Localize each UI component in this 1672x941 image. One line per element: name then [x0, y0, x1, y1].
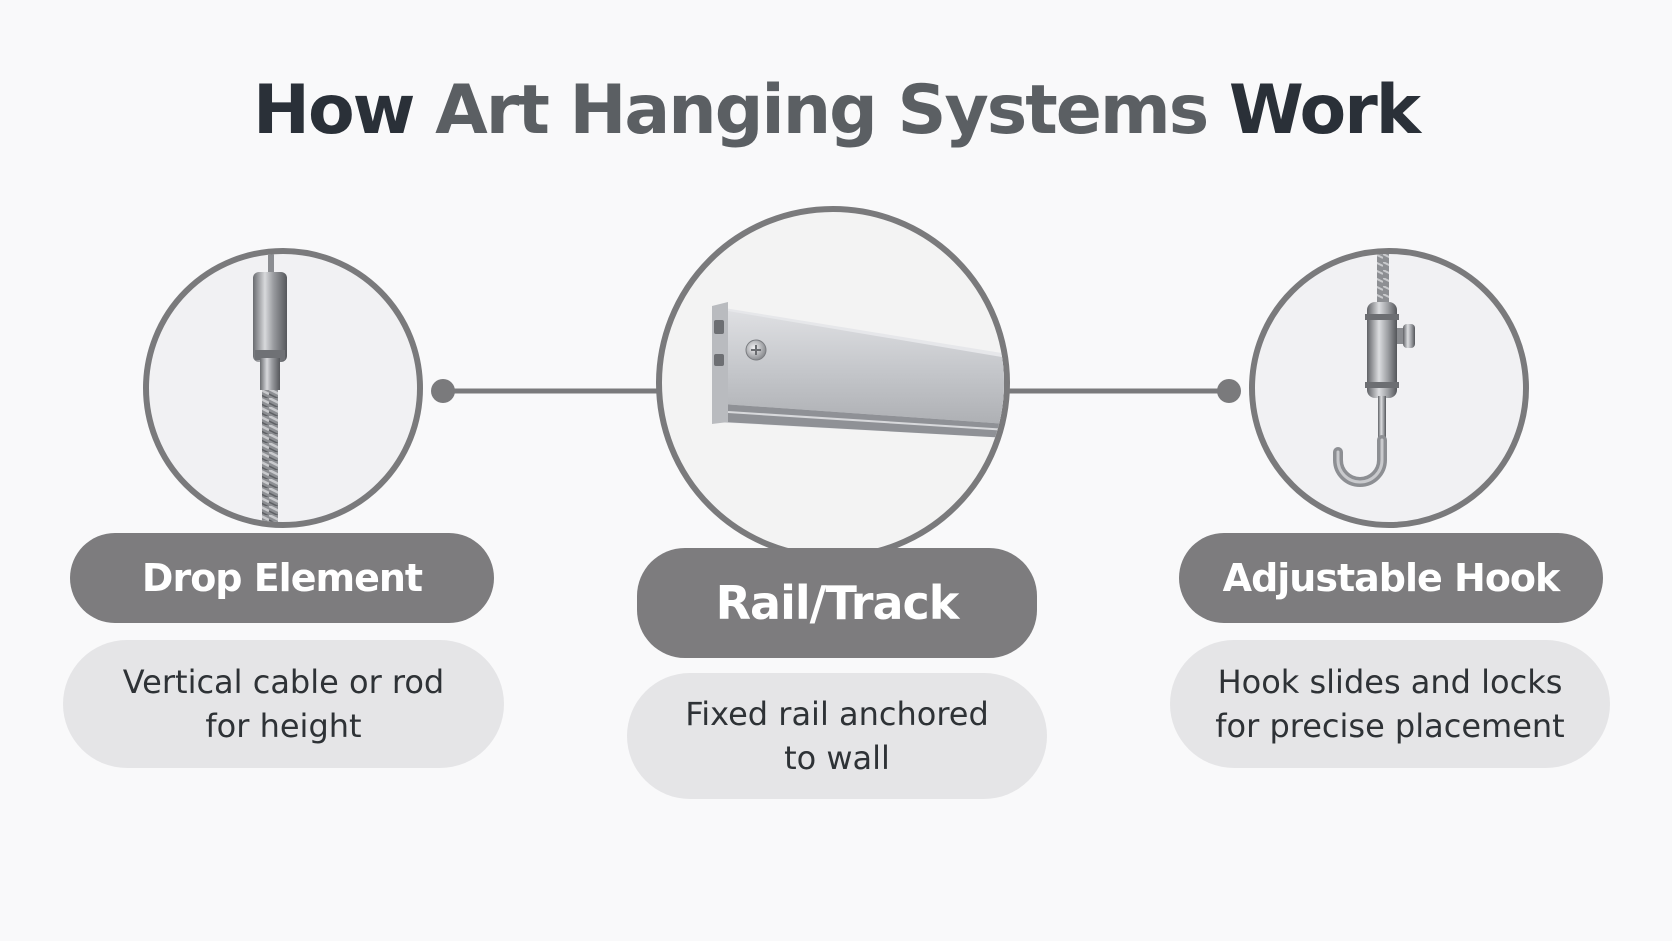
adjustable-hook-description: Hook slides and locks for precise placem…: [1170, 640, 1610, 768]
drop-element-description-line1: Vertical cable or rod: [122, 663, 445, 701]
adjustable-hook-label: Adjustable Hook: [1179, 533, 1603, 623]
title-word-work: Work: [1228, 71, 1421, 150]
rail-track-description-line1: Fixed rail anchored: [685, 695, 989, 733]
drop-element-circle: [143, 248, 423, 528]
connector-right-dot: [1217, 379, 1241, 403]
page-title: How Art Hanging Systems Work: [0, 70, 1672, 152]
title-words-art-hanging-systems: Art Hanging Systems: [435, 71, 1209, 150]
cable-icon: [253, 254, 287, 522]
drop-element-description-line2: for height: [205, 707, 362, 745]
drop-element-description: Vertical cable or rod for height: [63, 640, 504, 768]
adjustable-hook-description-line1: Hook slides and locks: [1217, 663, 1563, 701]
rail-icon: [712, 302, 1004, 438]
adjustable-hook-circle: [1249, 248, 1529, 528]
rail-track-description-line2: to wall: [784, 739, 890, 777]
drop-element-label: Drop Element: [70, 533, 494, 623]
rail-track-description: Fixed rail anchored to wall: [627, 673, 1047, 799]
connector-left-dot: [431, 379, 455, 403]
adjustable-hook-description-line2: for precise placement: [1215, 707, 1565, 745]
title-word-how: How: [253, 71, 415, 150]
hook-icon: [1333, 254, 1415, 487]
rail-track-circle: [656, 206, 1010, 560]
rail-track-label: Rail/Track: [637, 548, 1037, 658]
